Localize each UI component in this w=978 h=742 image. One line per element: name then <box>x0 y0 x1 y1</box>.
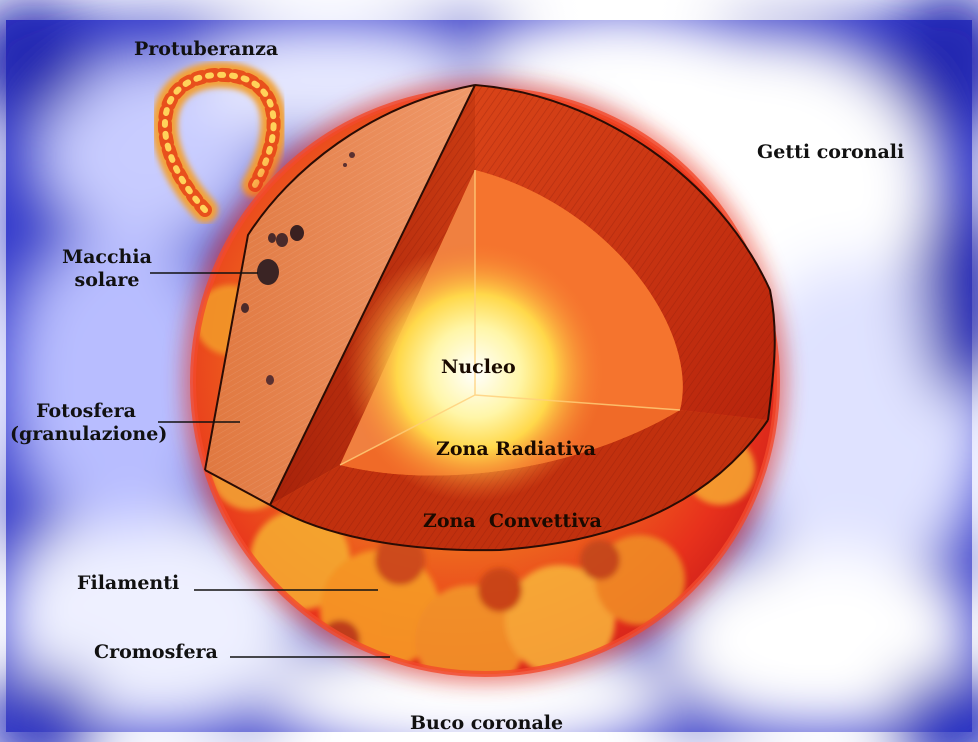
label-zona-convettiva: Zona Convettiva <box>423 510 602 533</box>
label-macchia-line1: Macchia <box>62 246 152 269</box>
label-zona-radiativa: Zona Radiativa <box>436 438 596 461</box>
label-getti-coronali: Getti coronali <box>757 141 904 164</box>
label-buco-coronale: Buco coronale <box>410 712 563 735</box>
label-filamenti: Filamenti <box>77 572 179 595</box>
label-fotosfera: Fotosfera (granulazione) <box>10 400 162 446</box>
label-protuberanza: Protuberanza <box>134 38 278 61</box>
label-fotosfera-line2: (granulazione) <box>10 423 162 446</box>
label-nucleo: Nucleo <box>441 356 516 379</box>
label-cromosfera: Cromosfera <box>94 641 218 664</box>
label-fotosfera-line1: Fotosfera <box>10 400 162 423</box>
label-macchia-solare: Macchia solare <box>62 246 152 292</box>
label-macchia-line2: solare <box>62 269 152 292</box>
